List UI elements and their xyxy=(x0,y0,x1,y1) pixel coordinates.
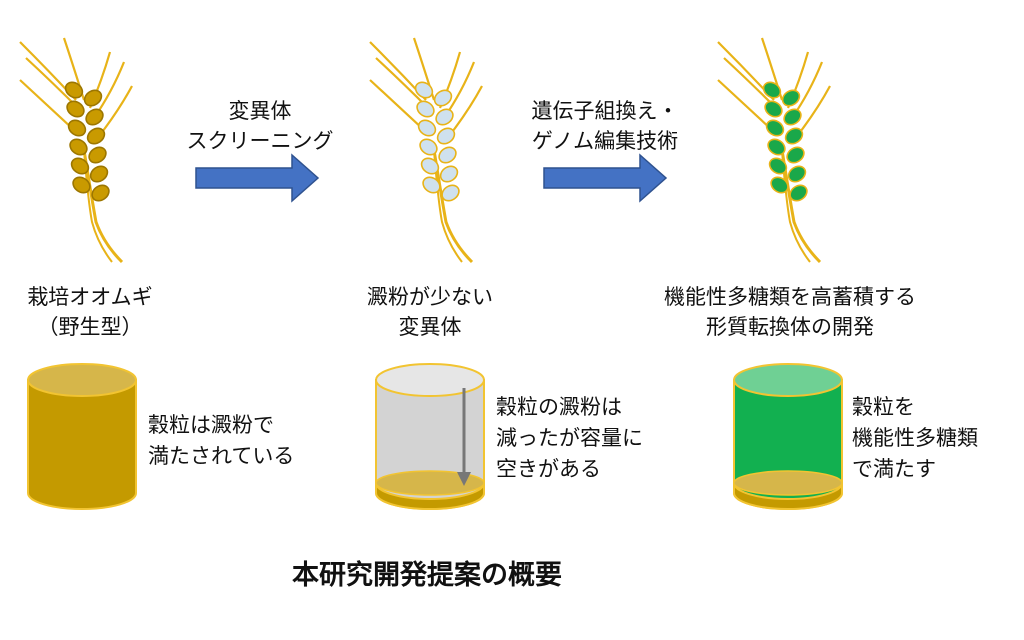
grain xyxy=(86,127,106,145)
stem xyxy=(82,149,124,264)
barley-ear-group xyxy=(19,37,133,264)
stem xyxy=(432,149,474,264)
stage-label-mutant: 澱粉が少ない 変異体 xyxy=(340,282,520,342)
stage-label-line: 栽培オオムギ xyxy=(27,285,153,309)
stage-label-line: 澱粉が少ない xyxy=(367,285,493,309)
decrease-arrow-head xyxy=(457,472,471,486)
barley-ear-group xyxy=(369,37,483,264)
arrow-screening xyxy=(195,153,320,203)
arrow-label-engineering: 遺伝子組換え・ ゲノム編集技術 xyxy=(500,96,710,156)
cylinder-wild-type-full xyxy=(27,363,137,510)
grain xyxy=(786,146,805,164)
stage-label-line: （野生型） xyxy=(37,315,143,339)
description-mutant: 穀粒の澱粉は 減ったが容量に 空きがある xyxy=(496,392,643,485)
grain xyxy=(414,81,434,99)
arrow-label-screening: 変異体 スクリーニング xyxy=(160,96,360,156)
grain xyxy=(784,127,804,145)
grain xyxy=(764,100,783,118)
cylinder-mutant-partial xyxy=(375,363,485,510)
stage-label-line: 変異体 xyxy=(398,315,462,339)
grain xyxy=(441,184,460,202)
stem xyxy=(780,149,822,264)
grain xyxy=(88,146,107,164)
description-line: 満たされている xyxy=(148,444,295,468)
grain xyxy=(439,165,459,183)
arrow-genetic-engineering xyxy=(543,153,668,203)
description-line: 空きがある xyxy=(496,457,601,481)
stem-edge xyxy=(83,149,113,263)
description-transgenic: 穀粒を 機能性多糖類 で満たす xyxy=(852,392,978,485)
cylinder-transgenic-filled xyxy=(733,363,843,510)
grain xyxy=(416,100,435,118)
grain xyxy=(420,157,440,175)
grain xyxy=(787,165,807,183)
grain xyxy=(422,176,441,194)
grain xyxy=(91,184,110,202)
arrow-label-line: 変異体 xyxy=(228,99,292,123)
grain xyxy=(438,146,457,164)
grain xyxy=(789,184,808,202)
description-line: 穀粒は澱粉で xyxy=(148,413,274,437)
arrow-label-line: 遺伝子組換え・ xyxy=(531,99,679,123)
grain xyxy=(767,138,786,156)
stage-label-wild-type: 栽培オオムギ （野生型） xyxy=(0,282,180,342)
arrow-label-line: ゲノム編集技術 xyxy=(531,129,679,153)
grain xyxy=(435,108,454,126)
grain xyxy=(72,176,91,194)
grain xyxy=(436,127,456,145)
grain xyxy=(85,108,104,126)
grain xyxy=(781,89,801,107)
stage-label-line: 形質転換体の開発 xyxy=(706,315,874,339)
description-wild-type: 穀粒は澱粉で 満たされている xyxy=(148,410,294,472)
arrow-label-line: スクリーニング xyxy=(186,129,334,153)
grain xyxy=(770,176,789,194)
grain xyxy=(66,100,85,118)
grain xyxy=(783,108,802,126)
description-line: 減ったが容量に xyxy=(496,426,643,450)
grain xyxy=(768,157,788,175)
grain xyxy=(70,157,90,175)
grain xyxy=(417,119,437,137)
figure-title: 本研究開発提案の概要 xyxy=(292,560,562,591)
grain xyxy=(419,138,438,156)
description-line: で満たす xyxy=(852,457,936,481)
stage-label-transgenic: 機能性多糖類を高蓄積する 形質転換体の開発 xyxy=(630,282,950,342)
description-line: 穀粒を xyxy=(852,395,915,419)
grain xyxy=(762,81,782,99)
stage-label-line: 機能性多糖類を高蓄積する xyxy=(664,285,916,309)
grain xyxy=(64,81,84,99)
grain xyxy=(433,89,453,107)
grain xyxy=(83,89,103,107)
barley-ear-group xyxy=(717,37,831,264)
grain xyxy=(765,119,785,137)
description-line: 穀粒の澱粉は xyxy=(496,395,622,419)
stem-edge xyxy=(781,149,811,263)
grain xyxy=(69,138,88,156)
description-line: 機能性多糖類 xyxy=(852,426,978,450)
grain xyxy=(89,165,109,183)
stem-edge xyxy=(433,149,463,263)
grain xyxy=(67,119,87,137)
